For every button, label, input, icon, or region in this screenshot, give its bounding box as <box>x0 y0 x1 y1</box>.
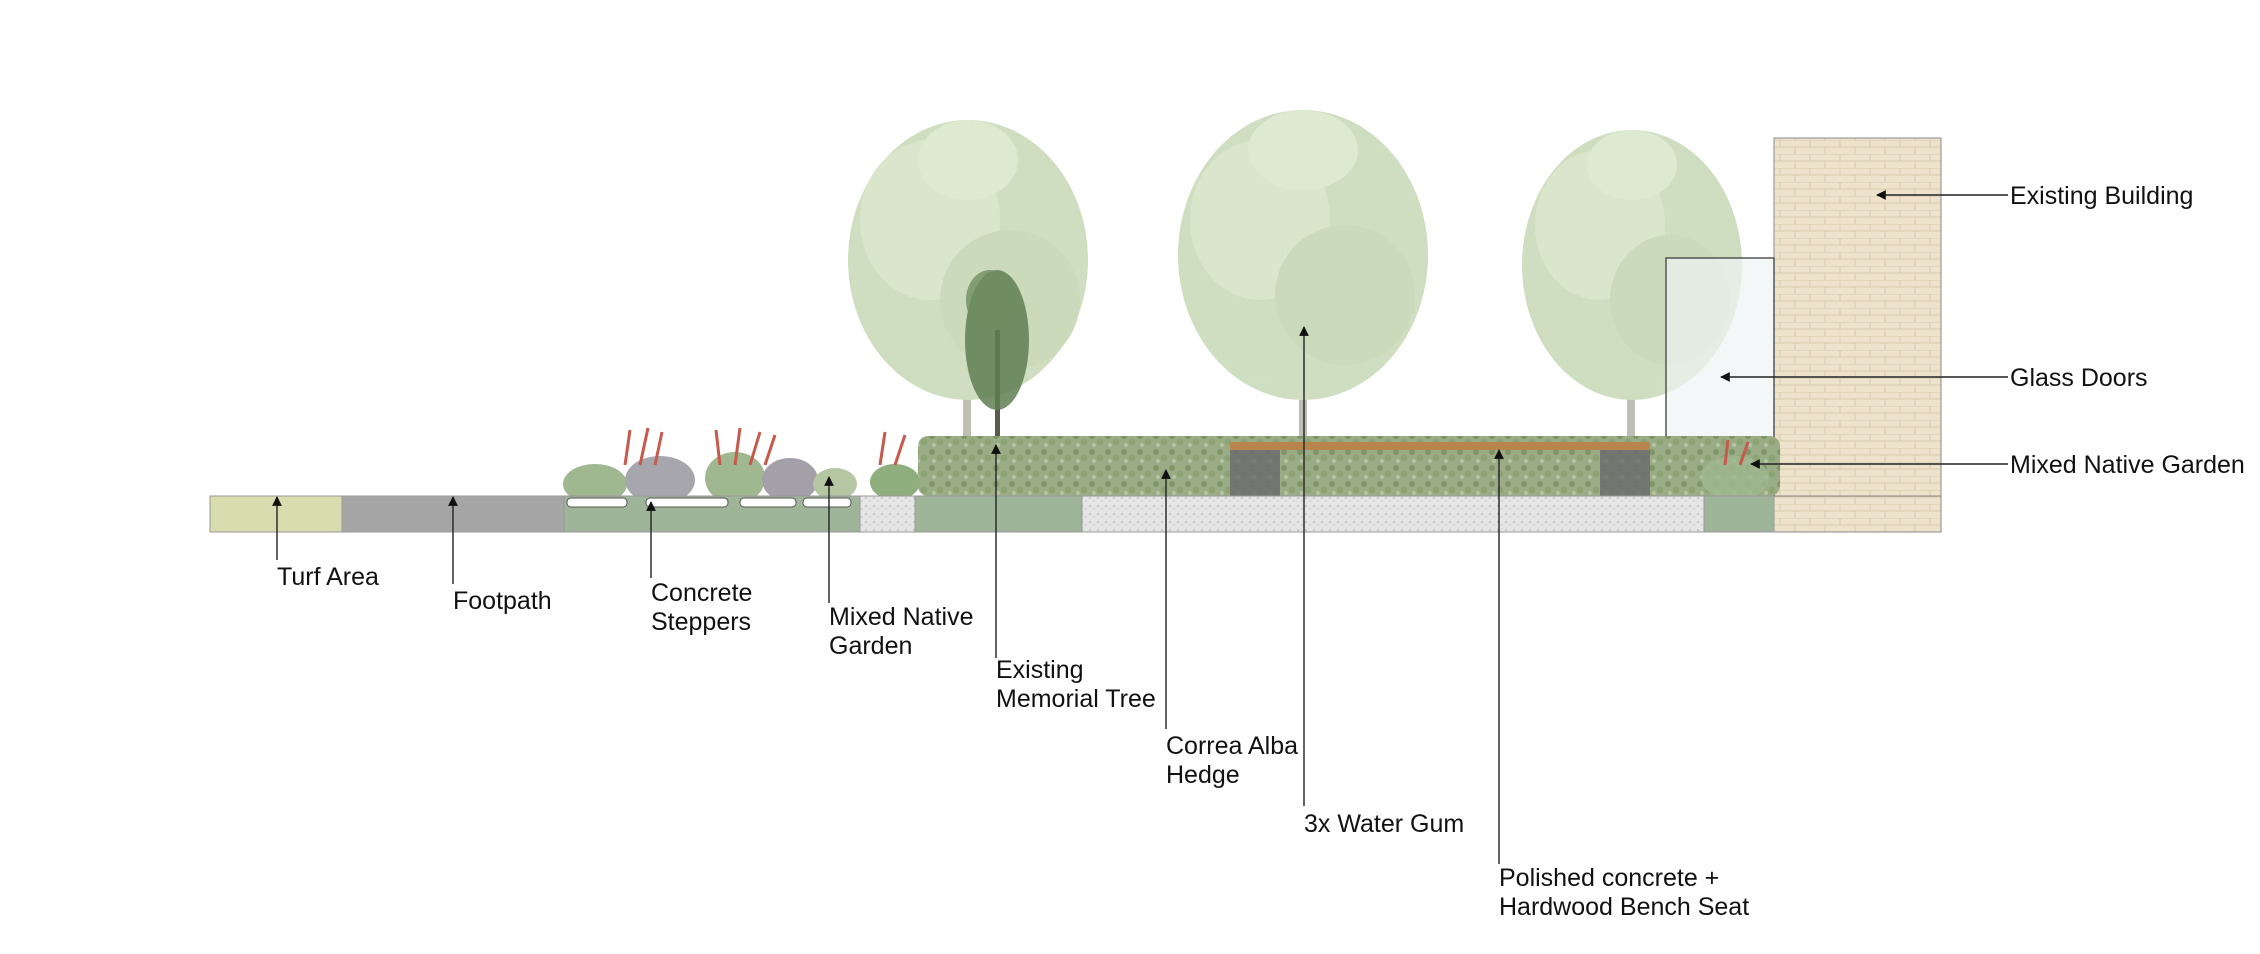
label-glass-doors: Glass Doors <box>2010 364 2148 392</box>
label-mixed-native-garden-front-line1: Mixed Native <box>829 603 974 631</box>
existing-building <box>1773 137 1942 533</box>
label-concrete-steppers-line2: Steppers <box>651 608 751 636</box>
bench-seat <box>1230 442 1650 496</box>
label-mixed-native-garden-front-line2: Garden <box>829 632 912 660</box>
label-existing-building: Existing Building <box>2010 182 2193 210</box>
turf-area <box>209 495 343 533</box>
label-footpath: Footpath <box>453 587 552 615</box>
garden-bed-rear <box>1703 495 1775 533</box>
memorial-tree <box>965 270 1029 470</box>
gravel-strip <box>859 495 916 533</box>
label-turf-area: Turf Area <box>277 563 379 591</box>
polished-concrete-slab <box>1081 495 1705 533</box>
leader-lines <box>272 190 2008 864</box>
label-bench-seat-line1: Polished concrete + <box>1499 864 1719 892</box>
correa-alba-hedge <box>918 436 1780 496</box>
water-gum-tree-2 <box>1178 110 1428 460</box>
label-concrete-steppers-line1: Concrete <box>651 579 752 607</box>
label-mixed-native-garden-rear: Mixed Native Garden <box>2010 451 2245 479</box>
front-native-garden-plants <box>563 427 920 504</box>
label-correa-alba-hedge-line1: Correa Alba <box>1166 732 1298 760</box>
label-existing-memorial-tree-line1: Existing <box>996 656 1084 684</box>
label-water-gum: 3x Water Gum <box>1304 810 1464 838</box>
concrete-steppers <box>566 497 852 508</box>
label-correa-alba-hedge-line2: Hedge <box>1166 761 1240 789</box>
label-existing-memorial-tree-line2: Memorial Tree <box>996 685 1156 713</box>
label-bench-seat-line2: Hardwood Bench Seat <box>1499 893 1749 921</box>
garden-bed-hedge <box>914 495 1083 533</box>
